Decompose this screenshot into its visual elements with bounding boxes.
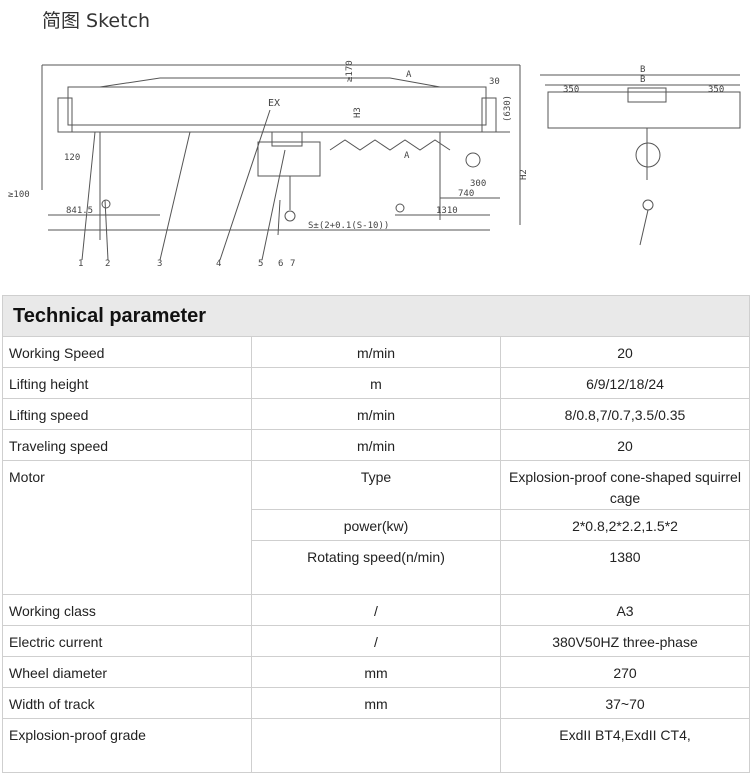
table-row: Explosion-proof grade ExdII BT4,ExdII CT… — [2, 718, 750, 773]
label-h170: ≥170 — [345, 60, 355, 82]
label-d30: 30 — [489, 77, 500, 87]
label-h630: (630) — [503, 95, 513, 122]
part-label: 5 — [258, 259, 263, 269]
part-label: 2 — [105, 259, 110, 269]
param-value: 20 — [500, 429, 750, 461]
part-label: 3 — [157, 259, 162, 269]
label-side-b: B — [640, 75, 645, 85]
part-label: 4 — [216, 259, 221, 269]
label-h2: H2 — [519, 169, 529, 180]
param-value: 20 — [500, 336, 750, 368]
table-row: Electric current / 380V50HZ three-phase — [2, 625, 750, 657]
part-label: 1 — [78, 259, 83, 269]
param-unit: m/min — [251, 336, 501, 368]
param-unit: mm — [251, 687, 501, 719]
param-value: ExdII BT4,ExdII CT4, — [500, 718, 750, 773]
param-unit: m/min — [251, 398, 501, 430]
part-label: 7 — [290, 259, 295, 269]
param-value: 6/9/12/18/24 — [500, 367, 750, 399]
param-value: 8/0.8,7/0.7,3.5/0.35 — [500, 398, 750, 430]
table-row: power(kw) 2*0.8,2*2.2,1.5*2 — [3, 509, 750, 541]
param-value: Explosion-proof cone-shaped squirrel cag… — [500, 460, 750, 510]
param-value: 2*0.8,2*2.2,1.5*2 — [500, 509, 750, 541]
param-unit: mm — [251, 656, 501, 688]
label-d841: 841.5 — [66, 206, 93, 216]
table-row: Lifting speed m/min 8/0.8,7/0.7,3.5/0.35 — [2, 398, 750, 430]
technical-parameter-table: Technical parameter Working Speed m/min … — [2, 295, 750, 773]
param-unit: m — [251, 367, 501, 399]
table-row: Width of track mm 37~70 — [2, 687, 750, 719]
param-value: 37~70 — [500, 687, 750, 719]
param-value: 1380 — [500, 540, 750, 595]
table-row-motor: Motor Type Explosion-proof cone-shaped s… — [2, 460, 750, 595]
table-row: Working class / A3 — [2, 594, 750, 626]
label-side-b1: B — [640, 65, 645, 75]
label-side-350b: 350 — [708, 85, 724, 95]
label-a-top: A — [406, 70, 412, 80]
label-a-mid: A — [404, 151, 410, 161]
label-span: S±(2+0.1(S-10)) — [308, 221, 389, 231]
param-unit — [251, 718, 501, 773]
param-unit: Type — [251, 460, 501, 510]
param-unit: / — [251, 625, 501, 657]
label-h3: H3 — [353, 107, 363, 118]
param-unit: power(kw) — [251, 509, 501, 541]
label-d300: 300 — [470, 179, 486, 189]
table-row: Working Speed m/min 20 — [2, 336, 750, 368]
part-label: 6 — [278, 259, 283, 269]
param-unit: Rotating speed(n/min) — [251, 540, 501, 595]
param-name: Lifting height — [2, 367, 252, 399]
param-value: 380V50HZ three-phase — [500, 625, 750, 657]
param-name: Explosion-proof grade — [2, 718, 252, 773]
table-title: Technical parameter — [2, 295, 750, 337]
param-name: Lifting speed — [2, 398, 252, 430]
param-name: Electric current — [2, 625, 252, 657]
table-row: Lifting height m 6/9/12/18/24 — [2, 367, 750, 399]
label-d740: 740 — [458, 189, 474, 199]
crane-sketch-drawing: ≥170 A A 30 H3 (630) H2 120 ≥100 841.5 7… — [8, 60, 741, 269]
table-row: Wheel diameter mm 270 — [2, 656, 750, 688]
label-ex: EX — [268, 98, 280, 109]
param-name: Traveling speed — [2, 429, 252, 461]
technical-parameter-section: Technical parameter Working Speed m/min … — [2, 295, 750, 773]
label-d1310: 1310 — [436, 206, 458, 216]
param-name: Working class — [2, 594, 252, 626]
label-d120: 120 — [64, 153, 80, 163]
table-row: Traveling speed m/min 20 — [2, 429, 750, 461]
param-name: Motor — [2, 460, 252, 595]
param-name: Wheel diameter — [2, 656, 252, 688]
sketch-title: 简图 Sketch — [42, 10, 151, 32]
param-unit: m/min — [251, 429, 501, 461]
label-side-350a: 350 — [563, 85, 579, 95]
label-d100: ≥100 — [8, 190, 30, 200]
param-value: 270 — [500, 656, 750, 688]
table-row: Rotating speed(n/min) 1380 — [3, 540, 750, 595]
param-name: Working Speed — [2, 336, 252, 368]
param-name: Width of track — [2, 687, 252, 719]
param-value: A3 — [500, 594, 750, 626]
param-unit: / — [251, 594, 501, 626]
